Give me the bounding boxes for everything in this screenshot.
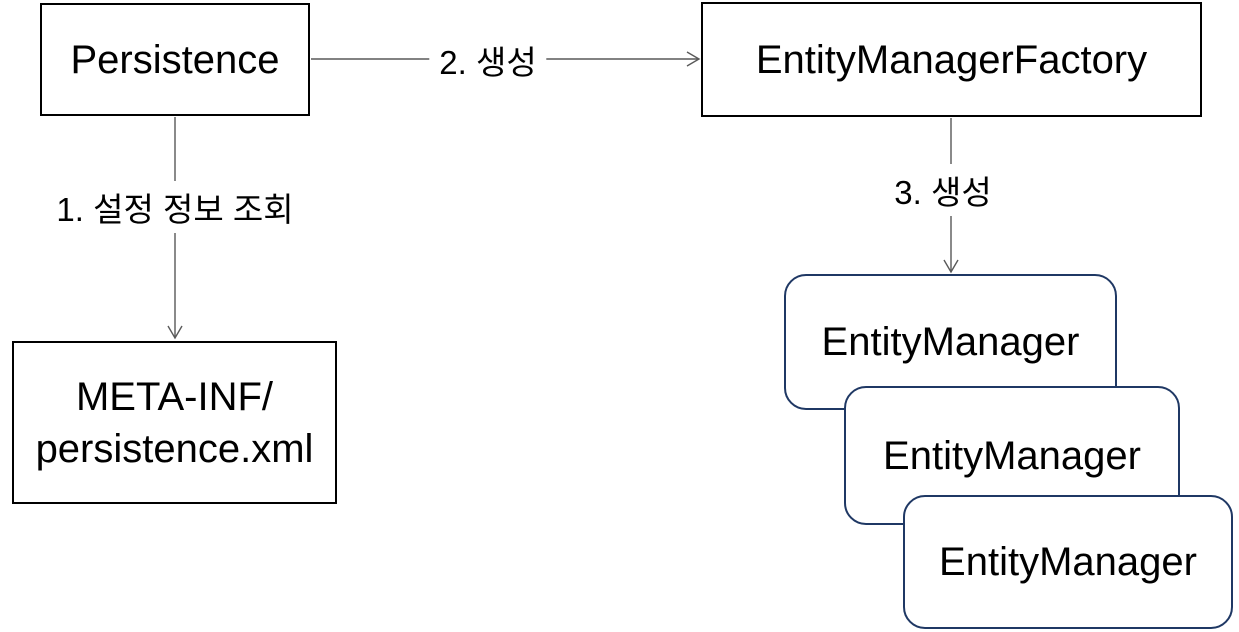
node-persistence-xml-line2: persistence.xml [35, 426, 314, 471]
node-entity-manager-factory-label: EntityManagerFactory [755, 37, 1148, 82]
edge-label-create-factory: 2. 생성 [429, 34, 547, 86]
node-entity-manager-factory: EntityManagerFactory [701, 2, 1202, 117]
edge-label-create-entity-manager: 3. 생성 [884, 164, 1002, 216]
node-persistence-xml: META-INF/ persistence.xml [12, 341, 337, 504]
node-persistence-xml-label: META-INF/ persistence.xml [36, 371, 314, 475]
node-entity-manager-1-label: EntityManager [821, 320, 1080, 364]
node-persistence-xml-line1: META-INF/ [75, 374, 273, 419]
edge-label-config-lookup: 1. 설정 정보 조회 [46, 181, 304, 233]
node-persistence: Persistence [40, 3, 310, 116]
arrow-head-down-icon [167, 325, 183, 340]
node-entity-manager-3-label: EntityManager [939, 540, 1197, 584]
node-persistence-label: Persistence [70, 37, 280, 82]
arrow-head-down-icon [943, 259, 959, 274]
node-entity-manager-3: EntityManager [903, 495, 1233, 629]
arrow-head-right-icon [686, 51, 701, 67]
node-entity-manager-2-label: EntityManager [883, 433, 1141, 478]
